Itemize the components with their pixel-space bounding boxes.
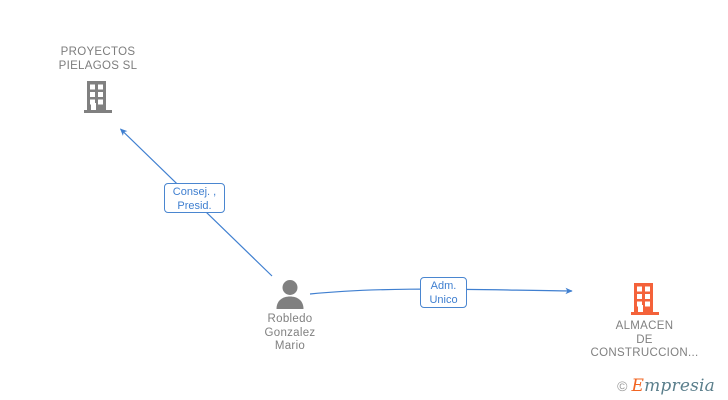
copyright-symbol: © (617, 378, 628, 394)
node-company-proyectos-pielagos[interactable]: PROYECTOS PIELAGOS SL (38, 46, 158, 114)
brand-wordmark: Empresia (631, 376, 715, 396)
person-icon (276, 280, 304, 309)
node-company-almacen-de-construccion[interactable]: ALMACEN DE CONSTRUCCION... (567, 281, 722, 361)
brand-initial: E (631, 376, 645, 396)
edge-label-consej-presid[interactable]: Consej. , Presid. (164, 183, 225, 213)
node-label-proyectos-pielagos: PROYECTOS PIELAGOS SL (58, 46, 138, 72)
node-label-almacen-de-construccion: ALMACEN DE CONSTRUCCION... (590, 320, 699, 359)
watermark-empresia: © Empresia (617, 376, 715, 396)
node-person-robledo-gonzalez-mario[interactable]: Robledo Gonzalez Mario (235, 279, 345, 354)
edge-label-adm-unico[interactable]: Adm. Unico (420, 277, 467, 308)
brand-name: mpresia (644, 376, 715, 396)
node-label-robledo-gonzalez-mario: Robledo Gonzalez Mario (264, 313, 316, 352)
building-icon (84, 81, 112, 113)
building-icon (630, 283, 659, 315)
